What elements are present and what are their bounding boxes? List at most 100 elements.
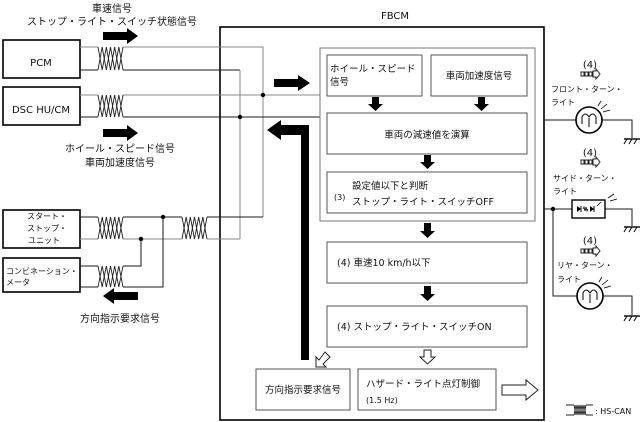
vehicle-accel-label: 車両加速度信号	[446, 70, 513, 82]
rear-lamp-label-2: ライト	[557, 275, 581, 284]
hazard-frequency-label: (1.5 Hz)	[366, 396, 398, 405]
stop-on-label: (4) ストップ・ライト・スイッチON	[337, 322, 492, 333]
twisted-pairs	[97, 46, 208, 288]
down-arrow-icon	[420, 286, 435, 301]
fbcm-twisted-pair-icon	[181, 216, 208, 240]
front-lamp-label-2: ライト	[551, 98, 575, 107]
down-arrow-icon	[420, 155, 435, 169]
pcm-label: PCM	[30, 58, 52, 69]
front-lamp-label-1: フロント・ターン・	[551, 85, 623, 94]
fbcm-title: FBCM	[381, 11, 409, 22]
start-stop-twisted-pair-icon	[97, 216, 124, 240]
output-indicator-icon	[580, 67, 601, 81]
speed-below-label: (4) 車速10 km/h以下	[337, 257, 431, 269]
judge-label-1: 設定値以下と判断	[352, 180, 429, 192]
lamp-wiring	[544, 119, 633, 315]
junction-dot	[260, 92, 266, 98]
stop-on-block: (4) ストップ・ライト・スイッチON	[326, 305, 528, 348]
combination-meter-label-2: メータ	[6, 278, 30, 287]
twisted-pair-icon	[566, 404, 593, 416]
judge-step: (3)	[334, 193, 345, 202]
turn-request-output-arrow-icon	[267, 120, 309, 360]
rear-lamp-label-1: リヤ・ターン・	[557, 261, 613, 270]
combination-meter-can-low-wire	[80, 239, 142, 267]
pcm-twisted-pair-icon	[97, 46, 124, 71]
start-stop-label-1: スタート・	[27, 212, 67, 221]
dsc-twisted-pair-icon	[97, 94, 124, 118]
calc-decel-label: 車両の減速値を演算	[384, 129, 470, 141]
side-lamp-step: (4)	[583, 148, 597, 159]
start-stop-unit: スタート・ ストップ・ ユニット	[2, 209, 81, 249]
bulb-icon	[576, 276, 612, 310]
processing-group-frame	[319, 47, 536, 222]
fbcm-frame	[219, 26, 545, 421]
turn-request-box	[255, 368, 351, 411]
wheel-speed-block: ホイール・スピード 信号	[326, 54, 423, 97]
speed-below-box	[326, 241, 528, 284]
front-turn-light: (4) フロント・ターン・ ライト	[551, 60, 640, 145]
side-lamp-label-1: サイド・ターン・	[553, 174, 617, 183]
hazard-control-label: ハザード・ライト点灯制御	[366, 378, 480, 390]
turn-request-arrow-icon	[103, 288, 138, 304]
diagonal-hollow-arrow-icon	[315, 351, 331, 368]
front-lamp-ground-wire	[602, 119, 633, 138]
ground-icon	[623, 315, 640, 322]
dsc-box	[2, 86, 81, 126]
rear-lamp-ground-wire	[603, 295, 633, 315]
calc-decel-box	[326, 112, 528, 155]
start-stop-box	[2, 209, 81, 249]
down-hollow-arrow-icon	[418, 349, 437, 365]
down-arrow-icon	[474, 97, 489, 111]
calc-decel-block: 車両の減速値を演算	[326, 112, 528, 155]
turn-request-block-label: 方向指示要求信号	[265, 384, 341, 396]
legend-twisted-pair-icon	[573, 404, 587, 416]
dsc-signal-arrow-icon	[103, 125, 138, 141]
wheel-speed-box	[326, 54, 423, 97]
bulb-icon	[575, 100, 611, 134]
legend-label: : HS-CAN	[595, 407, 631, 416]
stop-on-box	[326, 305, 528, 348]
start-stop-label-3: ユニット	[28, 236, 60, 245]
pcm-unit: PCM	[2, 39, 81, 79]
side-lamp-ground-wire	[605, 208, 633, 226]
input-arrow-icon	[274, 75, 310, 91]
judge-block: (3) 設定値以下と判断 ストップ・ライト・スイッチOFF	[326, 171, 528, 214]
front-lamp-step: (4)	[583, 60, 597, 71]
side-lamp-label-2: ライト	[553, 187, 577, 196]
turn-request-signal-label: 方向指示要求信号	[80, 312, 160, 325]
wheel-speed-label-2: 信号	[330, 76, 349, 88]
pcm-signal-label-1: 車速信号	[92, 2, 132, 15]
turn-request-block: 方向指示要求信号	[255, 368, 351, 411]
output-indicator-icon	[580, 244, 601, 258]
output-indicator-icon	[580, 155, 601, 169]
rear-lamp-wire	[552, 209, 577, 297]
right-hollow-arrow-icon	[501, 378, 539, 402]
judge-box	[326, 171, 528, 214]
pcm-can-high-wire	[80, 46, 264, 217]
pcm-signal-label-2: ストップ・ライト・スイッチ状態信号	[27, 15, 197, 28]
combination-meter-label-1: コンビネーション・	[6, 267, 78, 276]
wheel-speed-label-1: ホイール・スピード	[330, 64, 416, 75]
vehicle-accel-box	[430, 54, 528, 97]
combination-meter-box	[2, 257, 81, 293]
down-arrow-icon	[420, 223, 435, 238]
combination-meter-unit: コンビネーション・ メータ	[2, 257, 81, 293]
vehicle-accel-block: 車両加速度信号	[430, 54, 528, 97]
speed-below-block: (4) 車速10 km/h以下	[326, 241, 528, 284]
judge-label-2: ストップ・ライト・スイッチOFF	[352, 197, 494, 208]
hazard-control-block: ハザード・ライト点灯制御 (1.5 Hz)	[357, 368, 497, 411]
combination-meter-twisted-pair-icon	[97, 265, 124, 288]
ground-icon	[623, 226, 640, 233]
pcm-box	[2, 39, 81, 79]
down-arrow-icon	[368, 97, 383, 111]
rear-turn-light: (4) リヤ・ターン・ ライト	[557, 236, 640, 322]
led-lamp-icon	[571, 193, 618, 219]
dsc-unit: DSC HU/CM	[2, 86, 81, 126]
hazard-control-box	[357, 368, 497, 411]
legend: : HS-CAN	[566, 404, 631, 416]
start-stop-label-2: ストップ・	[27, 224, 67, 233]
junction-dot	[237, 114, 243, 120]
pcm-signal-arrow-icon	[103, 28, 138, 44]
dsc-signal-label-2: 車両加速度信号	[85, 156, 155, 169]
